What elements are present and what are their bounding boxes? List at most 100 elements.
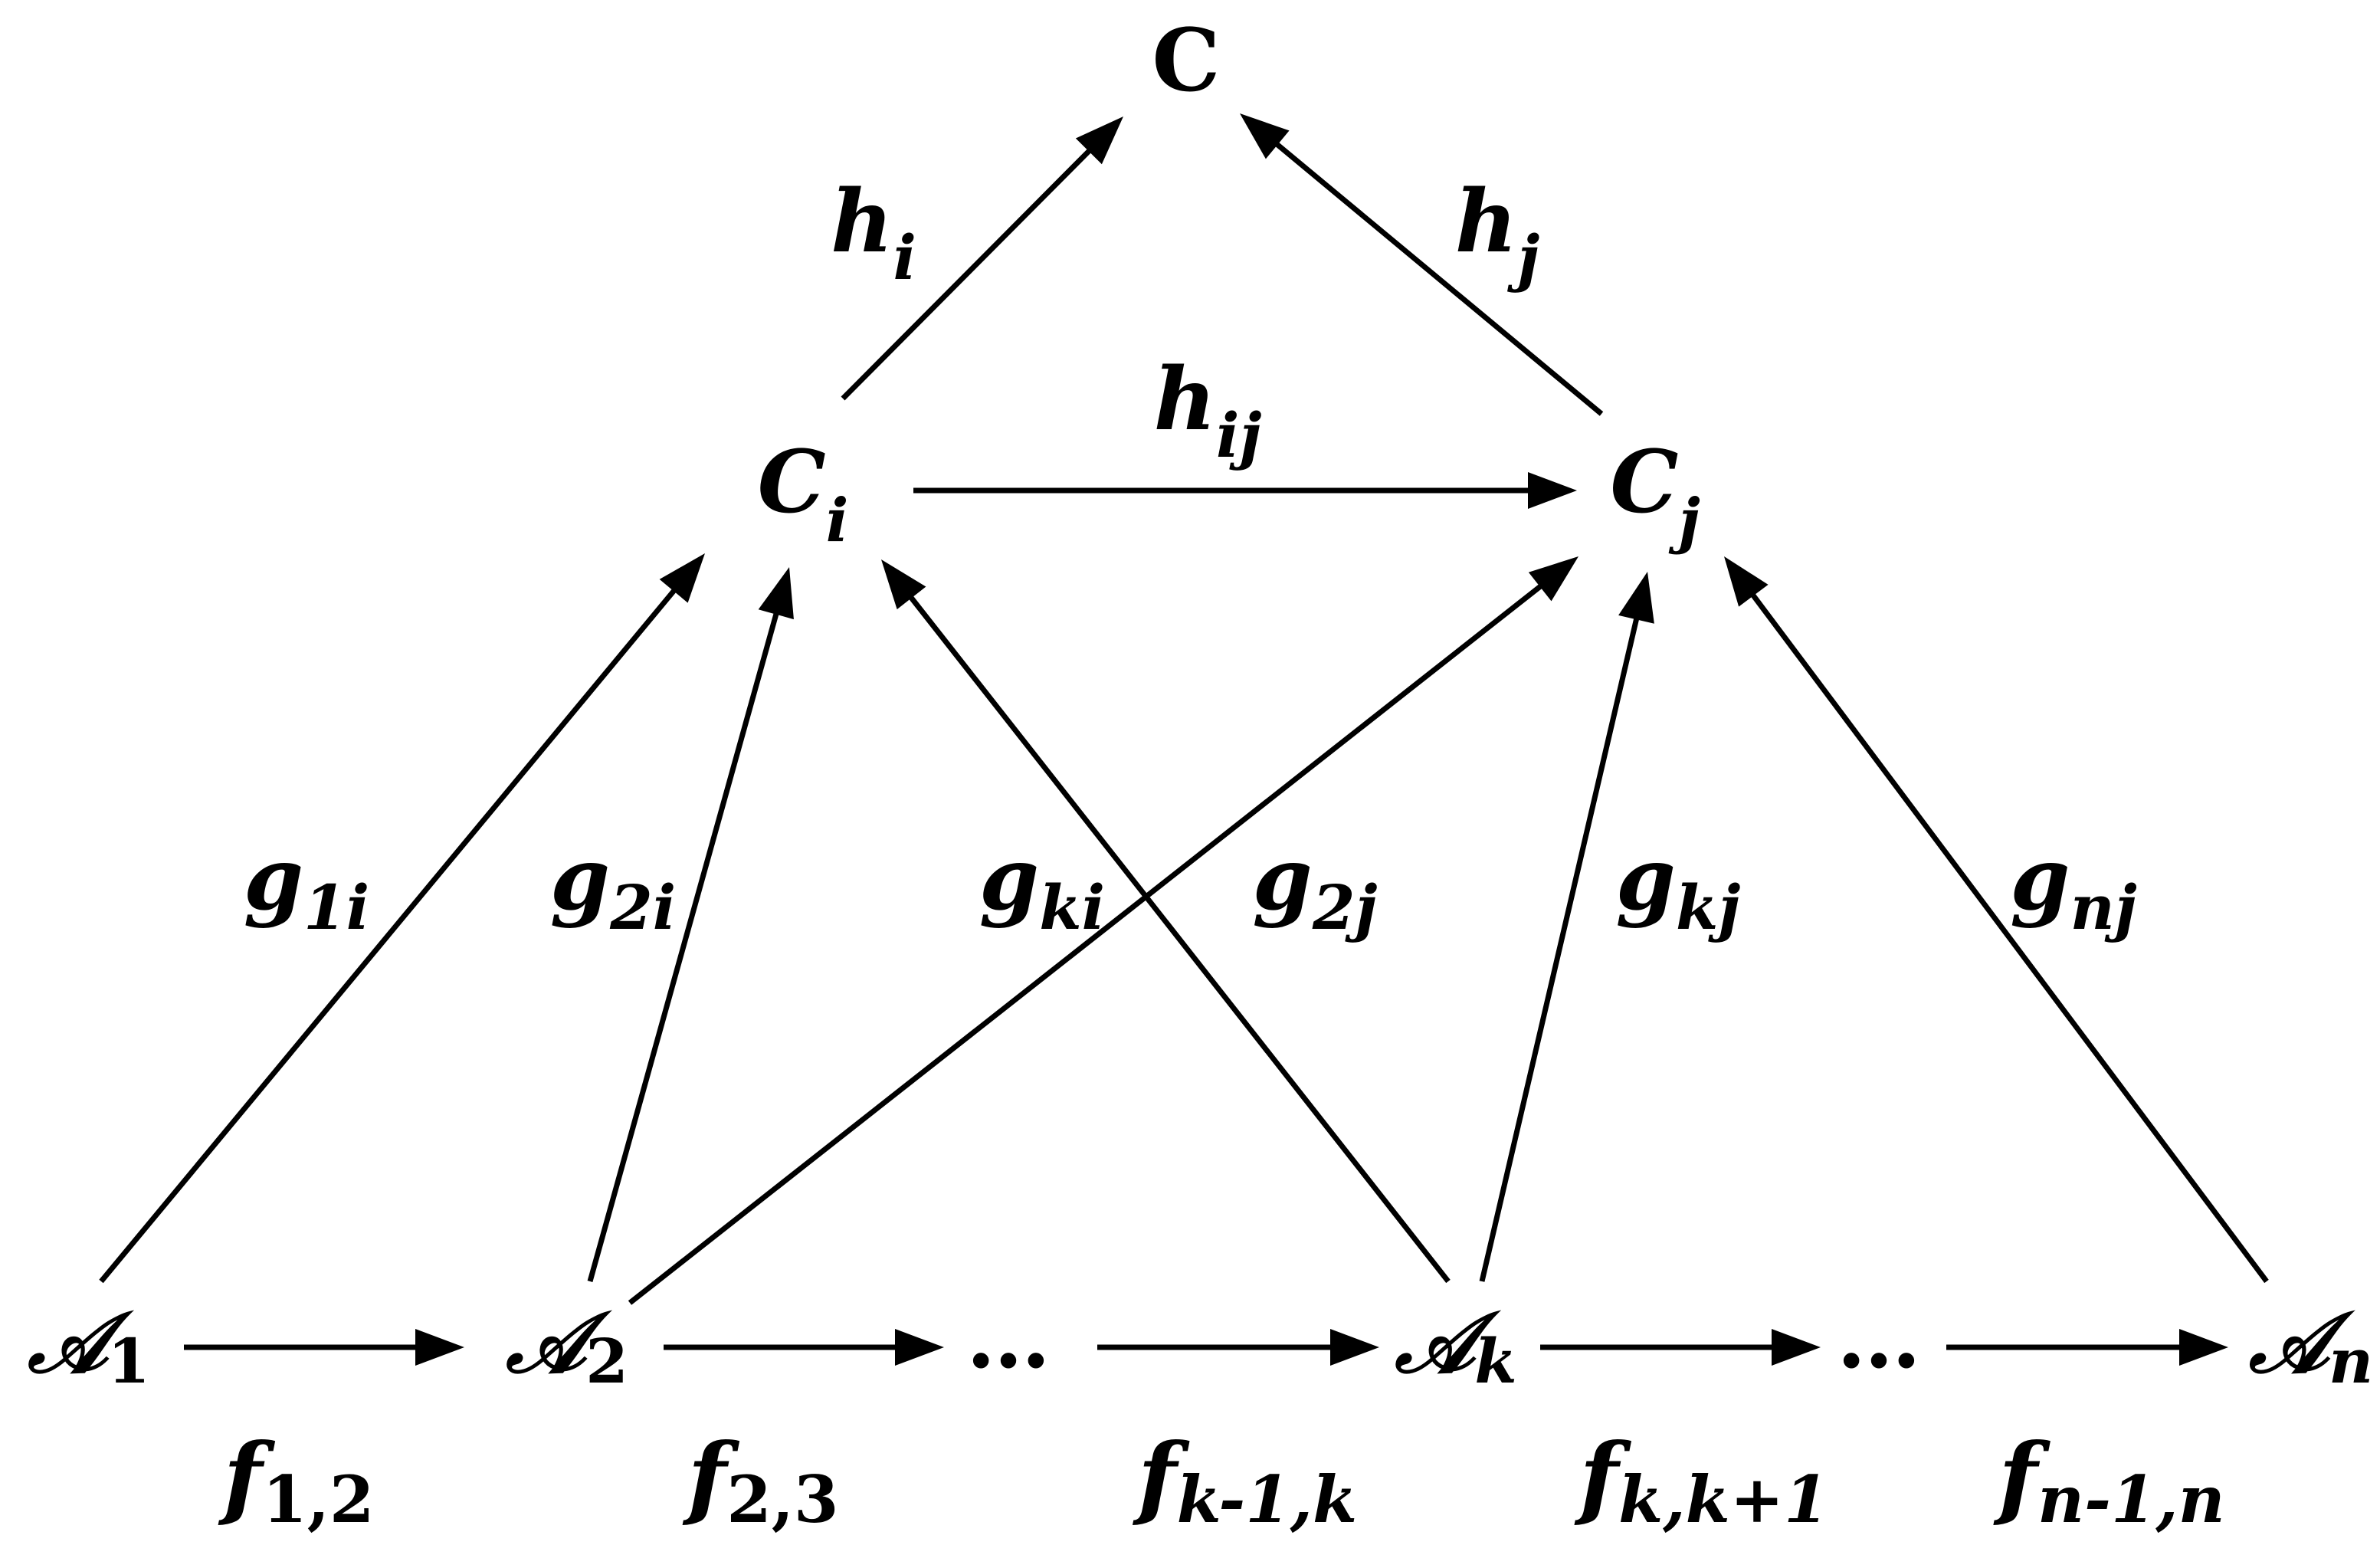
label-h-ij-base: h bbox=[1154, 349, 1216, 450]
svg-text:gnj: gnj bbox=[2010, 829, 2136, 943]
arrow-a1-to-ci bbox=[99, 553, 705, 1284]
arrow-a1-to-a2 bbox=[184, 1329, 464, 1366]
label-g-nj-base: g bbox=[2010, 829, 2070, 930]
svg-text:hi: hi bbox=[831, 172, 916, 294]
svg-text:hij: hij bbox=[1154, 349, 1262, 471]
label-h-ij-sub: ij bbox=[1216, 399, 1261, 471]
label-f-k-k1-sub: k,k+1 bbox=[1618, 1461, 1828, 1537]
arrow-a2-to-cj bbox=[628, 556, 1578, 1305]
svg-text:f2,3: f2,3 bbox=[683, 1423, 839, 1537]
arrows bbox=[99, 113, 2269, 1366]
node-dots-1: … bbox=[966, 1288, 1051, 1387]
arrow-dots1-to-ak bbox=[1097, 1329, 1379, 1366]
arrow-ak-to-cj-head bbox=[1618, 572, 1654, 624]
arrow-ak-to-cj-shaft bbox=[1479, 615, 1640, 1282]
svg-text:hj: hj bbox=[1455, 172, 1539, 294]
node-cj-base: C bbox=[1610, 432, 1678, 533]
svg-text:g2i: g2i bbox=[550, 829, 676, 943]
label-g-kj: gkj bbox=[1616, 829, 1741, 943]
label-f-k-k1: fk,k+1 bbox=[1574, 1423, 1828, 1537]
label-g-nj-sub: nj bbox=[2070, 871, 2137, 943]
arrow-an-to-cj-shaft bbox=[1749, 591, 2269, 1284]
arrow-cj-to-c bbox=[1240, 113, 1604, 416]
arrow-a2-to-ci-head bbox=[758, 567, 794, 620]
label-g-2j: g2j bbox=[1253, 829, 1378, 943]
arrow-ak-to-dots2 bbox=[1540, 1329, 1821, 1366]
node-ci-base: C bbox=[758, 432, 826, 533]
arrow-ci-to-cj-head bbox=[1528, 472, 1577, 509]
svg-text:𝒜k: 𝒜k bbox=[1394, 1293, 1517, 1397]
arrow-ci-to-cj bbox=[913, 472, 1577, 509]
node-a2-sub: 2 bbox=[585, 1325, 628, 1397]
arrow-ci-to-c-head bbox=[1075, 116, 1123, 165]
node-ci-sub: i bbox=[826, 486, 849, 556]
svg-text:Cj: Cj bbox=[1610, 432, 1700, 556]
svg-text:g2j: g2j bbox=[1253, 829, 1378, 943]
node-an-sub: n bbox=[2329, 1325, 2373, 1397]
svg-text:fk,k+1: fk,k+1 bbox=[1574, 1423, 1828, 1537]
label-g-nj: gnj bbox=[2010, 829, 2136, 943]
arrow-a2-to-dots1-head bbox=[895, 1329, 944, 1366]
arrow-dots2-to-an bbox=[1946, 1329, 2228, 1366]
node-a2: 𝒜2 bbox=[505, 1293, 628, 1397]
svg-text:C: C bbox=[1152, 11, 1220, 111]
label-f-1-2: f1,2 bbox=[218, 1423, 375, 1537]
arrow-ci-to-c bbox=[841, 116, 1123, 401]
label-g-ki-sub: ki bbox=[1039, 871, 1105, 943]
svg-text:…: … bbox=[966, 1288, 1051, 1387]
label-g-2i-base: g bbox=[550, 829, 610, 930]
label-h-i: hi bbox=[831, 172, 916, 294]
label-f-n-1-n: fn-1,n bbox=[1993, 1423, 2224, 1537]
svg-text:𝒜n: 𝒜n bbox=[2248, 1293, 2373, 1397]
arrow-ak-to-ci-shaft bbox=[907, 594, 1451, 1284]
arrow-ak-to-ci-head bbox=[881, 559, 926, 610]
label-f-1-2-sub: 1,2 bbox=[262, 1461, 374, 1537]
arrow-a1-to-ci-shaft bbox=[99, 586, 678, 1284]
label-f-2-3-sub: 2,3 bbox=[726, 1461, 838, 1537]
node-cj: Cj bbox=[1610, 432, 1700, 556]
label-f-n-1-n-sub: n-1,n bbox=[2037, 1461, 2225, 1537]
svg-text:Ci: Ci bbox=[758, 432, 849, 556]
node-a1: 𝒜1 bbox=[27, 1293, 150, 1397]
node-dots-2: … bbox=[1837, 1288, 1921, 1387]
label-g-ki-base: g bbox=[979, 829, 1039, 930]
arrow-ak-to-cj bbox=[1479, 572, 1654, 1282]
label-g-kj-base: g bbox=[1616, 829, 1676, 930]
arrow-an-to-cj-head bbox=[1724, 556, 1769, 607]
label-f-2-3: f2,3 bbox=[683, 1423, 839, 1537]
label-h-j: hj bbox=[1455, 172, 1539, 294]
svg-text:…: … bbox=[1837, 1288, 1921, 1387]
svg-text:f1,2: f1,2 bbox=[218, 1423, 375, 1537]
arrow-ci-to-c-shaft bbox=[841, 147, 1093, 401]
label-h-i-base: h bbox=[831, 172, 893, 272]
label-g-2i-sub: 2i bbox=[609, 871, 676, 943]
label-f-k-1-k-sub: k-1,k bbox=[1177, 1461, 1358, 1537]
node-ak-sub: k bbox=[1474, 1325, 1516, 1397]
label-g-kj-sub: kj bbox=[1676, 871, 1740, 943]
svg-text:gkj: gkj bbox=[1616, 829, 1741, 943]
svg-text:g1i: g1i bbox=[244, 829, 369, 943]
label-f-k-1-k: fk-1,k bbox=[1133, 1423, 1357, 1537]
label-g-2j-base: g bbox=[1253, 829, 1313, 930]
svg-text:gki: gki bbox=[979, 829, 1105, 943]
arrow-a2-to-ci bbox=[587, 567, 794, 1282]
arrow-a2-to-dots1 bbox=[664, 1329, 944, 1366]
label-h-j-base: h bbox=[1455, 172, 1517, 272]
label-g-1i-sub: 1i bbox=[303, 871, 369, 943]
svg-text:fk-1,k: fk-1,k bbox=[1133, 1423, 1357, 1537]
label-g-2j-sub: 2j bbox=[1312, 871, 1378, 943]
node-ci: Ci bbox=[758, 432, 849, 556]
label-h-ij: hij bbox=[1154, 349, 1262, 471]
svg-text:fn-1,n: fn-1,n bbox=[1993, 1423, 2224, 1537]
label-g-ki: gki bbox=[979, 829, 1105, 943]
arrow-a1-to-ci-head bbox=[659, 553, 705, 603]
arrow-a2-to-cj-shaft bbox=[628, 582, 1545, 1305]
node-c: C bbox=[1152, 11, 1220, 111]
arrow-dots2-to-an-head bbox=[2179, 1329, 2228, 1366]
svg-text:𝒜1: 𝒜1 bbox=[27, 1293, 150, 1397]
node-an: 𝒜n bbox=[2248, 1293, 2373, 1397]
label-g-1i: g1i bbox=[244, 829, 369, 943]
svg-text:𝒜2: 𝒜2 bbox=[505, 1293, 628, 1397]
node-a1-sub: 1 bbox=[107, 1325, 150, 1397]
label-h-i-sub: i bbox=[893, 221, 916, 294]
